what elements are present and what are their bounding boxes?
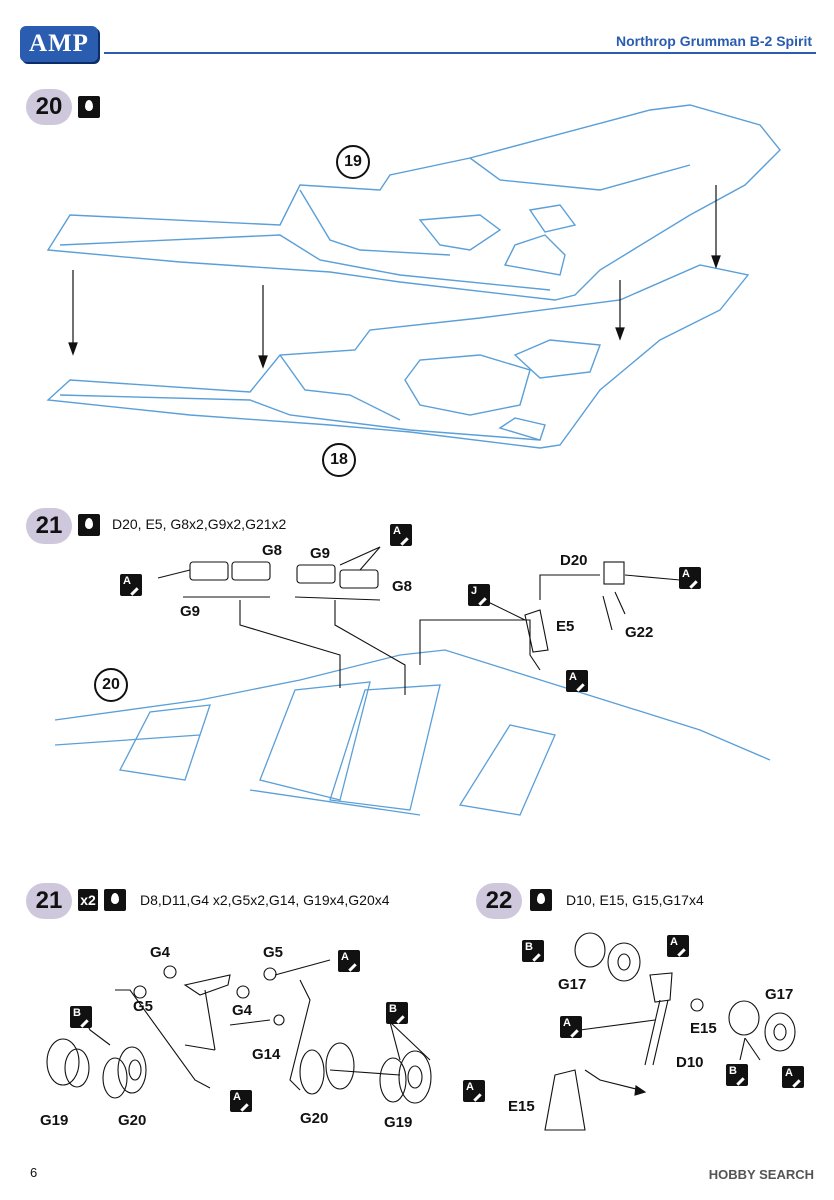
page-number: 6 — [30, 1165, 38, 1180]
step-number-22: 22 — [476, 883, 522, 919]
label-g20: G20 — [118, 1112, 147, 1129]
label-g8: G8 — [262, 542, 283, 559]
label-g5: G5 — [263, 944, 284, 961]
step-number-21: 21 — [26, 508, 72, 544]
label-g9: G9 — [310, 545, 331, 562]
paint-code-b-icon: B — [70, 1006, 92, 1028]
paint-code-letter: A — [466, 1081, 474, 1093]
paint-code-letter: A — [123, 575, 131, 587]
label-g14: G14 — [252, 1046, 281, 1063]
header-rule — [104, 52, 816, 54]
upper-wing-part-19 — [46, 104, 781, 301]
label-g17: G17 — [558, 976, 587, 993]
label-g8: G8 — [392, 578, 413, 595]
paint-code-a-icon: A — [782, 1066, 804, 1088]
paint-code-letter: B — [73, 1007, 81, 1019]
label-e5: E5 — [556, 618, 575, 635]
paint-code-letter: B — [729, 1065, 737, 1077]
glue-icon — [78, 514, 100, 536]
lower-wing-part-18 — [46, 264, 750, 449]
paint-code-letter: A — [233, 1091, 241, 1103]
paint-code-a-icon: A — [338, 950, 360, 972]
paint-code-letter: A — [785, 1067, 793, 1079]
label-e15: E15 — [690, 1020, 717, 1037]
label-g17: G17 — [765, 986, 794, 1003]
paint-code-j-icon: J — [468, 584, 490, 606]
glue-icon — [78, 96, 100, 118]
label-d10: D10 — [676, 1054, 704, 1071]
paint-code-b-icon: B — [522, 940, 544, 962]
amp-logo: AMP — [20, 26, 98, 62]
step21-parts-list: D20, E5, G8x2,G9x2,G21x2 — [112, 516, 287, 532]
paint-code-letter: A — [682, 568, 690, 580]
label-e15: E15 — [508, 1098, 535, 1115]
paint-code-letter: A — [393, 525, 401, 537]
paint-code-letter: A — [341, 951, 349, 963]
label-g4: G4 — [150, 944, 171, 961]
paint-code-letter: A — [569, 671, 577, 683]
wheel-bay-area — [54, 649, 771, 816]
main-gear-parts — [46, 959, 432, 1104]
glue-icon — [530, 889, 552, 911]
paint-code-a-icon: A — [463, 1080, 485, 1102]
step20-arrows — [68, 185, 721, 369]
label-g9: G9 — [180, 603, 201, 620]
step-number-21-repeat: 21 — [26, 883, 72, 919]
paint-code-a-icon: A — [566, 670, 588, 692]
paint-code-a-icon: A — [390, 524, 412, 546]
glue-icon — [104, 889, 126, 911]
label-g4: G4 — [232, 1002, 253, 1019]
paint-code-b-icon: B — [726, 1064, 748, 1086]
label-g5: G5 — [133, 998, 154, 1015]
bay-door-parts — [157, 546, 681, 695]
label-g19: G19 — [40, 1112, 69, 1129]
step-number-20: 20 — [26, 89, 72, 125]
paint-code-a-icon: A — [679, 567, 701, 589]
label-g22: G22 — [625, 624, 654, 641]
label-g20: G20 — [300, 1110, 329, 1127]
paint-code-letter: A — [670, 936, 678, 948]
step21b-parts-list: D8,D11,G4 x2,G5x2,G14, G19x4,G20x4 — [140, 892, 390, 908]
nose-gear-parts — [544, 932, 796, 1131]
paint-code-a-icon: A — [120, 574, 142, 596]
paint-code-letter: B — [525, 941, 533, 953]
paint-code-b-icon: B — [386, 1002, 408, 1024]
part-ref-19: 19 — [336, 145, 370, 179]
part-ref-20: 20 — [94, 668, 128, 702]
part-ref-18: 18 — [322, 443, 356, 477]
paint-code-letter: J — [471, 585, 478, 597]
paint-code-letter: B — [389, 1003, 397, 1015]
hobby-search-watermark: HOBBY SEARCH — [708, 1167, 814, 1182]
label-d20: D20 — [560, 552, 588, 569]
paint-code-a-icon: A — [667, 935, 689, 957]
paint-code-letter: A — [563, 1017, 571, 1029]
label-g19: G19 — [384, 1114, 413, 1131]
paint-code-a-icon: A — [560, 1016, 582, 1038]
paint-code-a-icon: A — [230, 1090, 252, 1112]
multiplier-badge: x2 — [78, 889, 98, 911]
step22-parts-list: D10, E15, G15,G17x4 — [566, 892, 704, 908]
page-title: Northrop Grumman B-2 Spirit — [615, 33, 812, 49]
